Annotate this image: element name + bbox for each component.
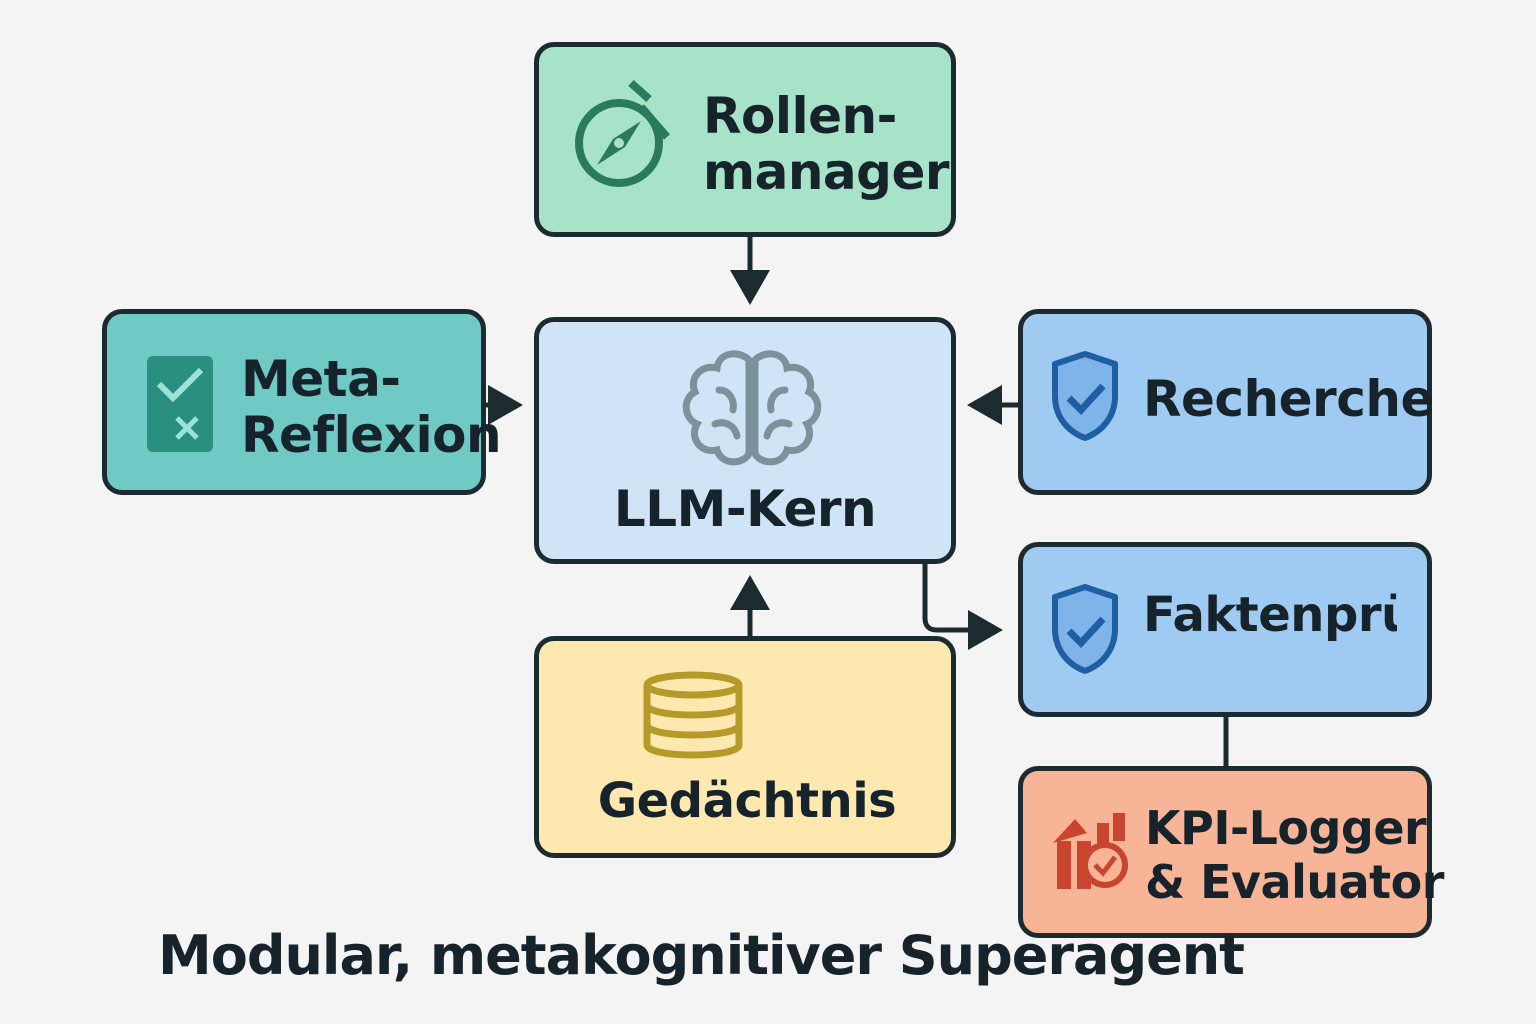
meta-reflexion-line2: Reflexion — [241, 406, 502, 464]
database-icon — [643, 671, 743, 759]
gedaechtnis-label: Gedächtnis — [597, 773, 897, 829]
rollenmanager-line2: manager — [703, 143, 950, 201]
node-gedaechtnis[interactable]: Gedächtnis — [534, 636, 956, 858]
llm-kern-label: LLM-Kern — [613, 480, 877, 538]
node-recherche[interactable]: Recherche — [1018, 309, 1434, 495]
kpi-logger-line1: KPI-Logger — [1145, 801, 1427, 855]
node-llm-kern[interactable]: LLM-Kern — [534, 317, 956, 564]
recherche-label: Recherche — [1143, 370, 1434, 428]
edge-kern-to-fakten — [922, 562, 1003, 650]
chart-check-icon — [1053, 813, 1128, 889]
faktenpruefung-label: Faktenprüf — [1143, 587, 1397, 643]
compass-icon — [575, 80, 671, 187]
diagram-title: Modular, metakognitiver Superagent — [158, 924, 1245, 987]
checklist-icon — [147, 356, 213, 452]
node-faktenpruefung[interactable]: Faktenprüf — [1018, 542, 1432, 717]
node-kpi-logger[interactable]: KPI-Logger & Evaluator — [1018, 766, 1444, 938]
kpi-logger-line2: & Evaluator — [1145, 855, 1444, 909]
brain-icon — [682, 350, 822, 466]
node-rollenmanager[interactable]: Rollen- manager — [534, 42, 956, 237]
shield-check-icon — [1052, 351, 1118, 441]
node-meta-reflexion[interactable]: Meta- Reflexion — [102, 309, 502, 495]
rollenmanager-line1: Rollen- — [703, 87, 897, 145]
shield-check-icon — [1052, 584, 1118, 674]
meta-reflexion-line1: Meta- — [241, 350, 401, 408]
